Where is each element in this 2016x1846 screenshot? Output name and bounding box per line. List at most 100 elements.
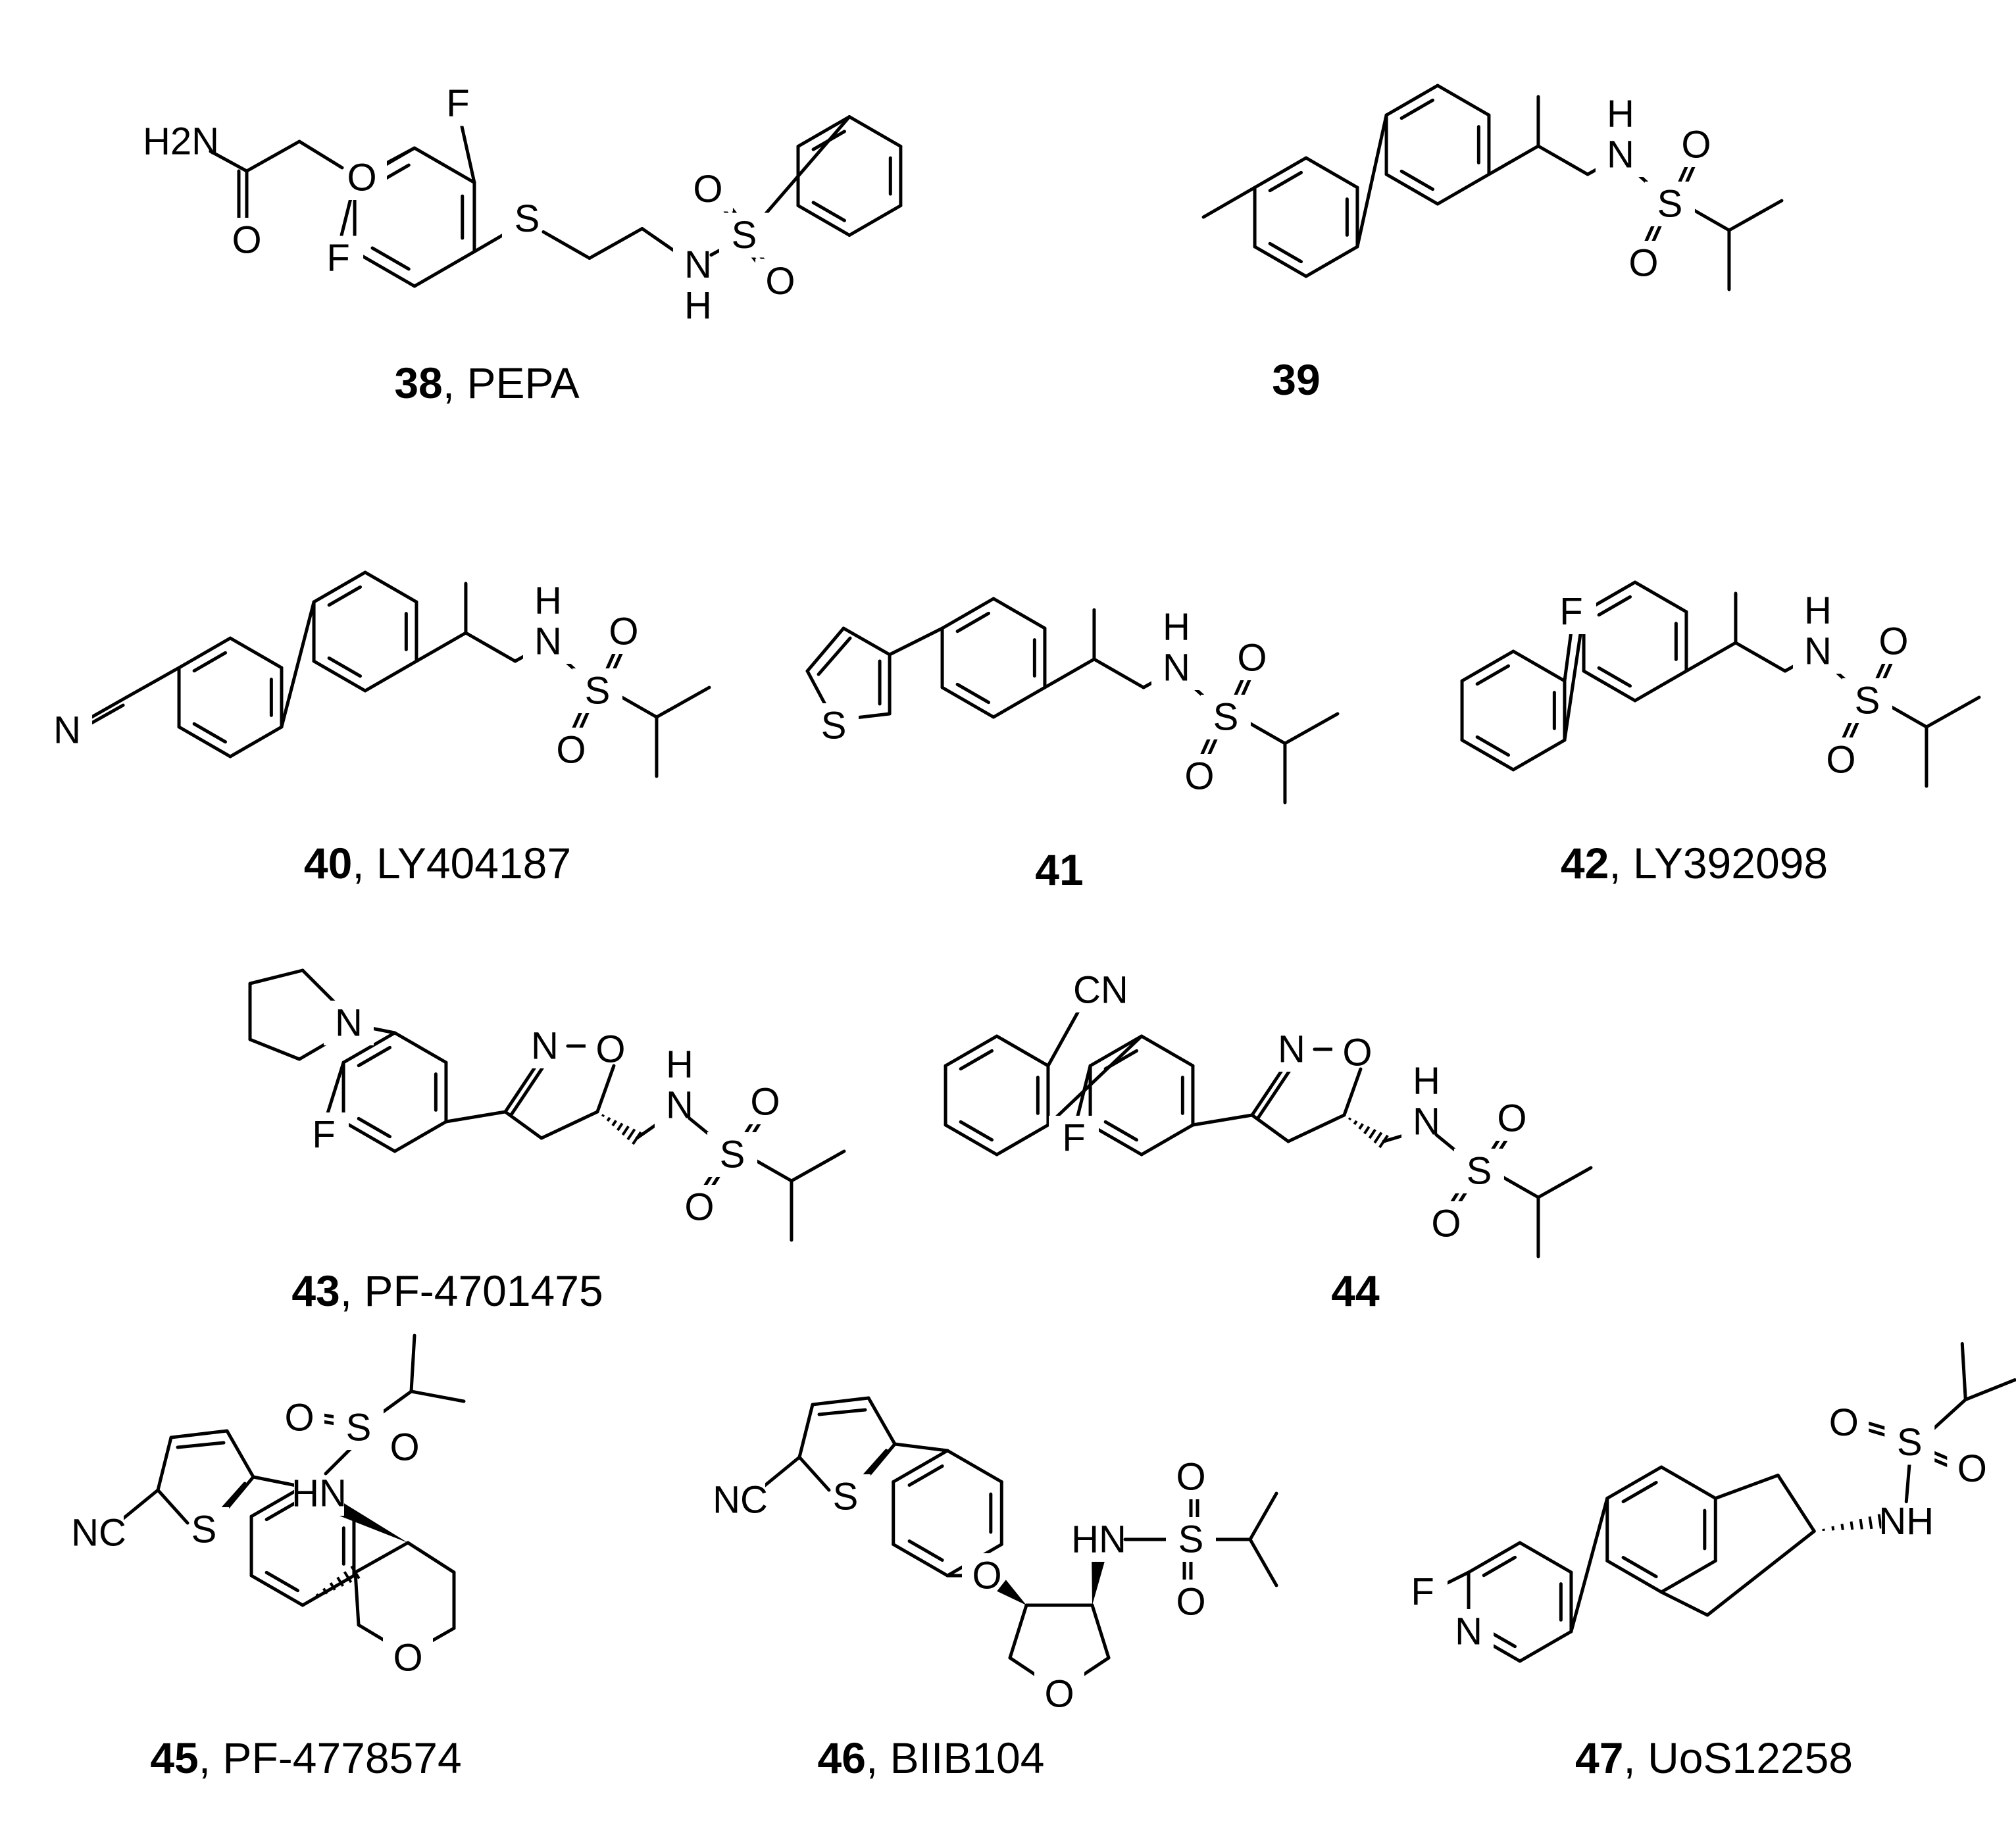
- bond: [124, 666, 181, 699]
- atom-background: [1226, 636, 1277, 680]
- atom-label: N: [1804, 630, 1832, 673]
- compound-number: 45: [150, 1734, 198, 1782]
- atom-label: H: [534, 580, 562, 622]
- compound-label: 47, UoS12258: [1575, 1734, 1853, 1782]
- bond: [1008, 1603, 1028, 1660]
- bond: [1536, 1166, 1593, 1199]
- bond: [1268, 170, 1303, 193]
- atom-label: S: [346, 1407, 372, 1449]
- bond: [357, 1045, 392, 1068]
- atom-background: [294, 1471, 344, 1516]
- bond: [363, 659, 418, 693]
- atom-label: HN: [291, 1472, 347, 1515]
- hash-bond-stroke: [621, 1125, 630, 1136]
- atom-label: O: [1628, 242, 1658, 285]
- bond: [1482, 1555, 1517, 1578]
- compound-number: 39: [1272, 355, 1320, 404]
- compound-label: 38, PEPA: [394, 359, 579, 407]
- bond: [1253, 156, 1308, 189]
- compound-name: PF-4778574: [222, 1734, 461, 1782]
- atom-label: O: [693, 168, 722, 211]
- atom-label: S: [833, 1476, 859, 1518]
- bond: [1713, 1474, 1780, 1500]
- hash-bond-stroke: [1363, 1126, 1371, 1135]
- atom-background: [313, 236, 364, 281]
- atom-label: H: [1163, 606, 1190, 649]
- bond: [959, 1049, 994, 1071]
- hash-bond-stroke: [308, 1599, 312, 1603]
- atom-background: [1792, 629, 1843, 674]
- atom-background: [672, 283, 723, 328]
- bond: [796, 204, 851, 237]
- bond: [1268, 241, 1303, 264]
- bond: [944, 1034, 999, 1068]
- bond: [192, 651, 228, 673]
- compound-name: BIIB104: [890, 1734, 1045, 1782]
- hash-bond-stroke: [1850, 1521, 1854, 1530]
- hash-bond-stroke: [617, 1122, 624, 1132]
- atom-background: [42, 708, 93, 753]
- atom-background: [1266, 1027, 1317, 1072]
- hash-bond-stroke: [611, 1120, 617, 1127]
- bond: [297, 139, 344, 170]
- bond: [892, 1449, 949, 1484]
- atom-label: O: [347, 157, 376, 199]
- atom-label: O: [393, 1637, 422, 1680]
- atom-background: [545, 728, 596, 772]
- label-separator: ,: [199, 1734, 223, 1782]
- atom-background: [1815, 737, 1866, 782]
- atom-label: H: [666, 1043, 693, 1086]
- atom-label: O: [1342, 1032, 1372, 1074]
- atom-background: [383, 1635, 433, 1680]
- label-separator: ,: [1623, 1734, 1648, 1782]
- atom-background: [1595, 91, 1646, 136]
- atom-background: [809, 703, 859, 748]
- atom-label: F: [446, 82, 469, 125]
- atom-label: HN: [1071, 1518, 1126, 1561]
- bond: [409, 1334, 416, 1393]
- hash-bond-stroke: [1373, 1132, 1383, 1144]
- atom-background: [1151, 605, 1201, 649]
- atom-label: S: [1213, 696, 1239, 739]
- atom-background: [1644, 182, 1695, 226]
- bond: [245, 139, 301, 173]
- hash-bond-stroke: [1368, 1128, 1376, 1139]
- bond: [595, 1064, 616, 1114]
- bond: [888, 626, 944, 657]
- bond: [1043, 657, 1096, 689]
- atom-background: [432, 81, 483, 126]
- atom-background: [654, 1042, 705, 1087]
- bond: [1255, 1068, 1292, 1121]
- bond: [1487, 144, 1540, 176]
- bond: [542, 230, 592, 260]
- atom-label: F: [326, 237, 349, 280]
- bond: [327, 585, 363, 607]
- bond: [1705, 1530, 1816, 1617]
- compound-number: 46: [818, 1734, 866, 1782]
- bond: [944, 1123, 999, 1157]
- atom-background: [707, 1132, 757, 1177]
- hash-bond-stroke: [1348, 1117, 1352, 1121]
- compound-label: 45, PF-4778574: [150, 1734, 461, 1782]
- atom-label: O: [1829, 1401, 1859, 1444]
- compound-label: 43, PF-4701475: [291, 1266, 603, 1315]
- hash-bond-stroke: [601, 1114, 605, 1118]
- compound-name: LY404187: [376, 839, 571, 887]
- bond: [341, 1120, 397, 1153]
- wedge-bond: [332, 1500, 408, 1543]
- bond: [1605, 1465, 1663, 1500]
- atom-label: N: [534, 620, 562, 663]
- bond: [1659, 1465, 1717, 1500]
- atom-background: [1166, 1517, 1216, 1562]
- compound-number: 40: [304, 839, 352, 887]
- atom-label: NH: [1878, 1500, 1934, 1543]
- bond: [995, 1123, 1050, 1157]
- compound-number: 44: [1331, 1266, 1380, 1315]
- bond: [228, 725, 284, 759]
- bond: [464, 631, 517, 663]
- bond: [503, 1060, 540, 1114]
- bond: [1536, 144, 1590, 176]
